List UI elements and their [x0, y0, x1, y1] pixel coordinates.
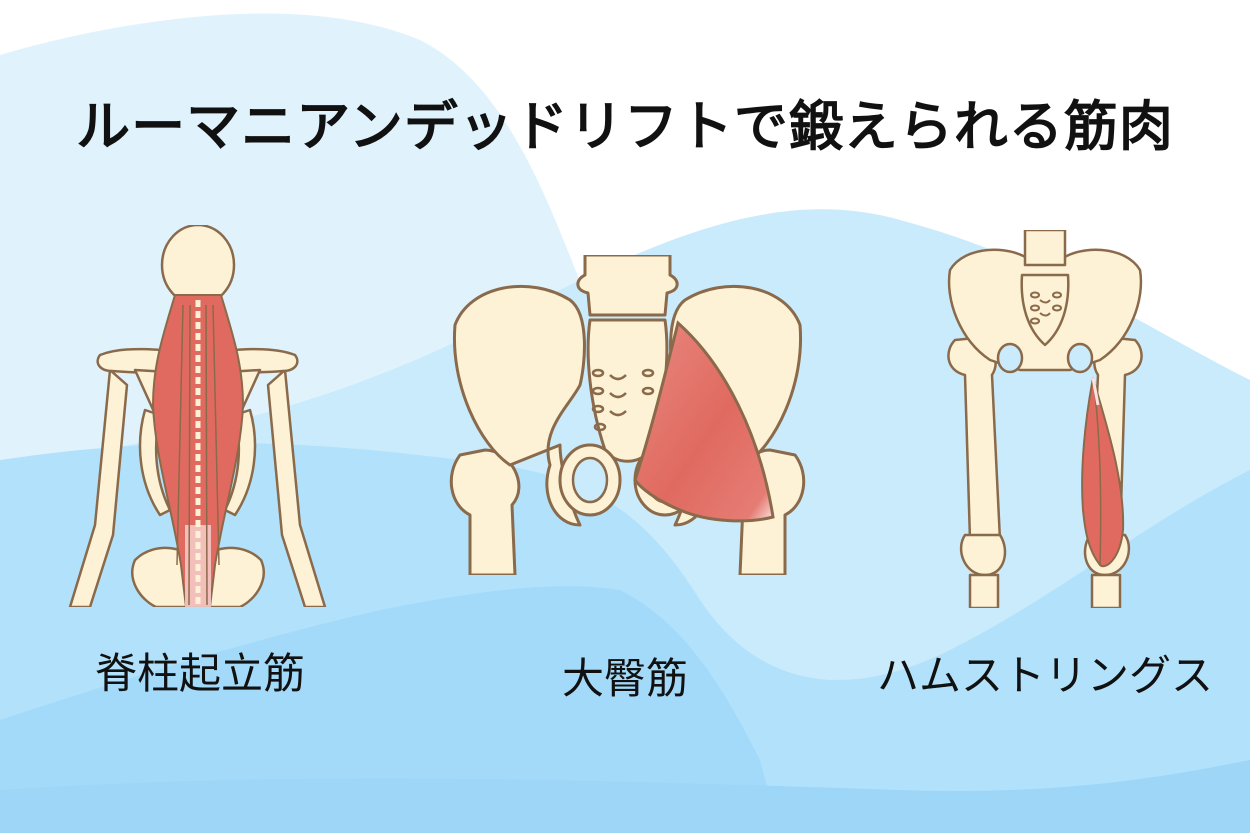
- hamstrings-muscle: [1081, 377, 1125, 568]
- wave-deep-left: [0, 586, 780, 833]
- legs-hamstrings-illustration: [947, 230, 1143, 608]
- pelvis-gluteus-maximus-illustration: [449, 255, 806, 575]
- label-erector-spinae: 脊柱起立筋: [94, 649, 305, 698]
- page-title: ルーマニアンデッドリフトで鍛えられる筋肉: [76, 95, 1174, 158]
- wave-deep-bottom: [0, 760, 1250, 833]
- label-hamstrings: ハムストリングス: [876, 651, 1213, 700]
- label-gluteus-maximus: 大臀筋: [561, 654, 688, 703]
- gluteus-maximus-muscle: [633, 320, 775, 523]
- back-skeleton-erector-spinae-illustration: [68, 225, 327, 607]
- erector-spinae-muscle: [151, 294, 245, 607]
